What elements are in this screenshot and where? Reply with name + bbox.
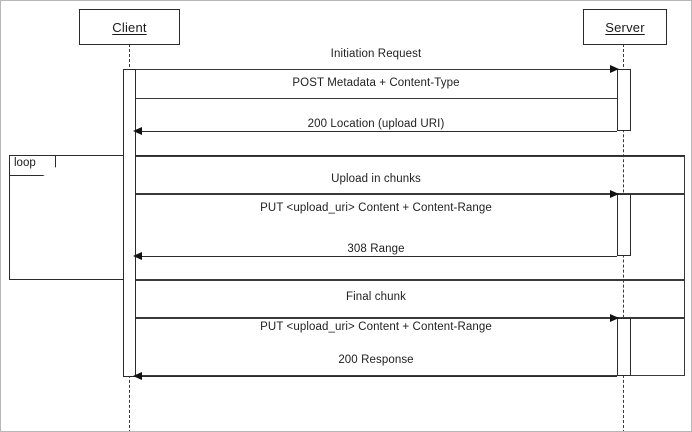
arrowhead-final-request xyxy=(610,313,619,322)
message-initiation-response-label: 200 Location (upload URI) xyxy=(307,118,445,130)
arrowline-chunk-response xyxy=(140,256,617,257)
fragment-loop-tab: loop xyxy=(10,156,56,176)
arrowhead-chunk-request xyxy=(610,189,619,198)
fragment-loop-operator-label: loop xyxy=(14,157,36,169)
section-initiation-header: Initiation Request xyxy=(330,48,422,60)
activation-bar-server-initiation xyxy=(617,69,631,131)
participant-client[interactable]: Client xyxy=(79,9,180,45)
message-final-response-label: 200 Response xyxy=(338,354,414,366)
arrowhead-initiation-request xyxy=(610,64,619,73)
message-chunk-response-label: 308 Range xyxy=(347,243,405,255)
band-initiation-request xyxy=(129,69,623,99)
arrowline-final-response xyxy=(140,376,617,377)
activation-bar-server-chunk xyxy=(617,194,631,256)
section-final-header: Final chunk xyxy=(346,291,406,303)
arrowhead-chunk-response xyxy=(133,251,142,260)
participant-server-label: Server xyxy=(605,19,645,35)
message-initiation-request-label: POST Metadata + Content-Type xyxy=(292,77,460,89)
activation-bar-client xyxy=(123,69,136,377)
message-chunk-request-label: PUT <upload_uri> Content + Content-Range xyxy=(260,202,492,214)
activation-bar-server-final xyxy=(617,318,631,376)
participant-client-label: Client xyxy=(112,19,147,35)
message-final-request-label: PUT <upload_uri> Content + Content-Range xyxy=(260,321,492,333)
arrowhead-final-response xyxy=(133,371,142,380)
participant-server[interactable]: Server xyxy=(583,9,667,45)
section-chunk-header: Upload in chunks xyxy=(331,173,421,185)
arrowhead-initiation-response xyxy=(133,126,142,135)
arrowline-initiation-response xyxy=(140,131,617,132)
